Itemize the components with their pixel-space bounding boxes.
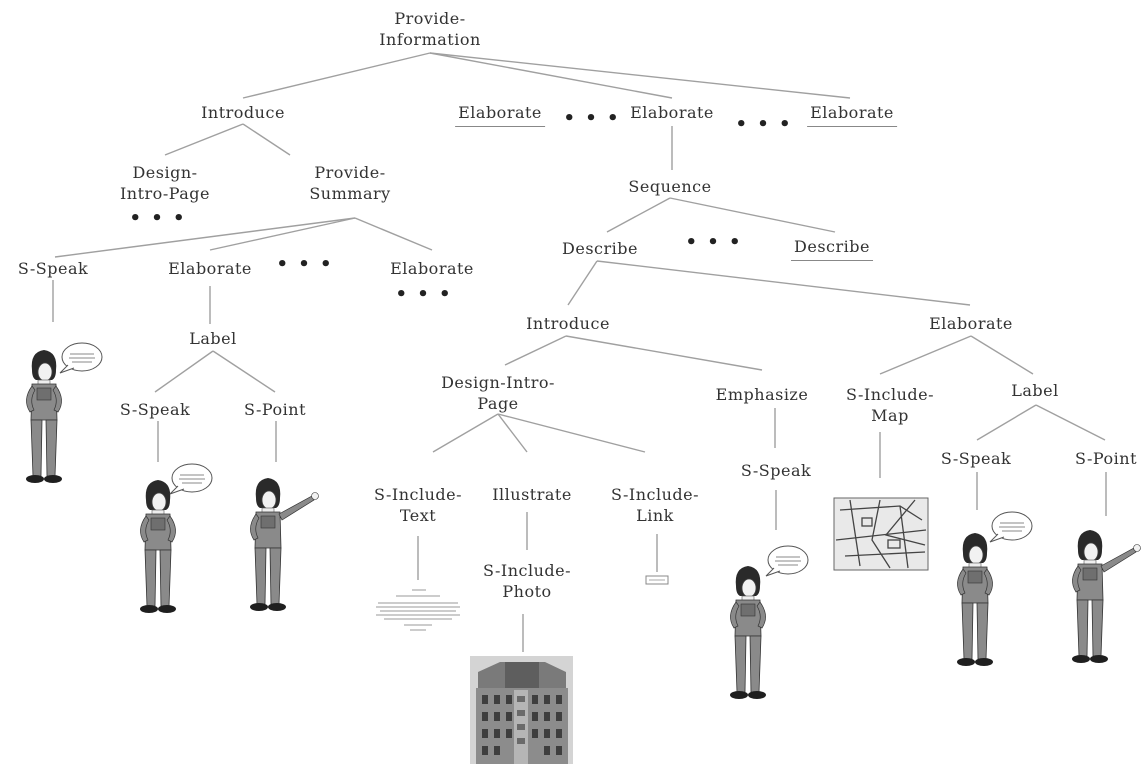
- node-s-include-text: S-Include- Text: [373, 485, 463, 525]
- tree-edges: [52, 52, 1107, 652]
- ellipsis: • • •: [276, 254, 334, 275]
- ellipsis: • • •: [735, 114, 793, 135]
- node-provide-summary: Provide- Summary: [309, 163, 391, 203]
- node-elaborate: Elaborate: [807, 102, 897, 127]
- node-introduce: Introduce: [201, 103, 285, 122]
- building-photo: [470, 656, 573, 764]
- map-thumbnail: [833, 497, 929, 571]
- speech-bubble: [169, 463, 213, 495]
- ellipsis: • • •: [563, 108, 621, 129]
- node-emphasize: Emphasize: [715, 385, 809, 404]
- node-describe: Describe: [562, 239, 638, 258]
- node-s-speak: S-Speak: [740, 461, 812, 480]
- ellipsis: • • •: [395, 284, 453, 305]
- ellipsis: • • •: [129, 208, 187, 229]
- node-label: Label: [1011, 381, 1059, 400]
- speech-bubble: [59, 342, 103, 374]
- node-design-intro-page: Design- Intro-Page: [119, 163, 211, 203]
- node-elaborate: Elaborate: [455, 102, 545, 127]
- node-describe: Describe: [791, 236, 873, 261]
- speech-bubble: [989, 511, 1033, 543]
- agent-figure: [729, 565, 767, 700]
- node-elaborate: Elaborate: [630, 103, 714, 122]
- node-s-include-map: S-Include- Map: [845, 385, 935, 425]
- node-provide-information: Provide- Information: [379, 9, 481, 49]
- agent-figure: [249, 477, 319, 612]
- node-s-speak: S-Speak: [119, 400, 191, 419]
- node-s-point: S-Point: [243, 400, 307, 419]
- node-s-include-link: S-Include- Link: [610, 485, 700, 525]
- text-page-thumbnail: [376, 589, 460, 631]
- agent-figure: [139, 479, 177, 614]
- node-s-include-photo: S-Include- Photo: [482, 561, 572, 601]
- node-elaborate: Elaborate: [929, 314, 1013, 333]
- agent-figure: [25, 349, 63, 484]
- node-elaborate: Elaborate: [390, 259, 474, 278]
- node-s-speak: S-Speak: [940, 449, 1012, 468]
- node-illustrate: Illustrate: [492, 485, 572, 504]
- node-introduce: Introduce: [526, 314, 610, 333]
- node-design-intro-page: Design-Intro- Page: [441, 373, 555, 413]
- link-thumbnail: [645, 575, 669, 585]
- agent-figure: [1071, 529, 1141, 664]
- agent-figure: [956, 532, 994, 667]
- node-label: Label: [189, 329, 237, 348]
- node-s-point: S-Point: [1074, 449, 1138, 468]
- speech-bubble: [765, 545, 809, 577]
- node-sequence: Sequence: [628, 177, 712, 196]
- node-elaborate: Elaborate: [168, 259, 252, 278]
- node-s-speak: S-Speak: [17, 259, 89, 278]
- ellipsis: • • •: [685, 232, 743, 253]
